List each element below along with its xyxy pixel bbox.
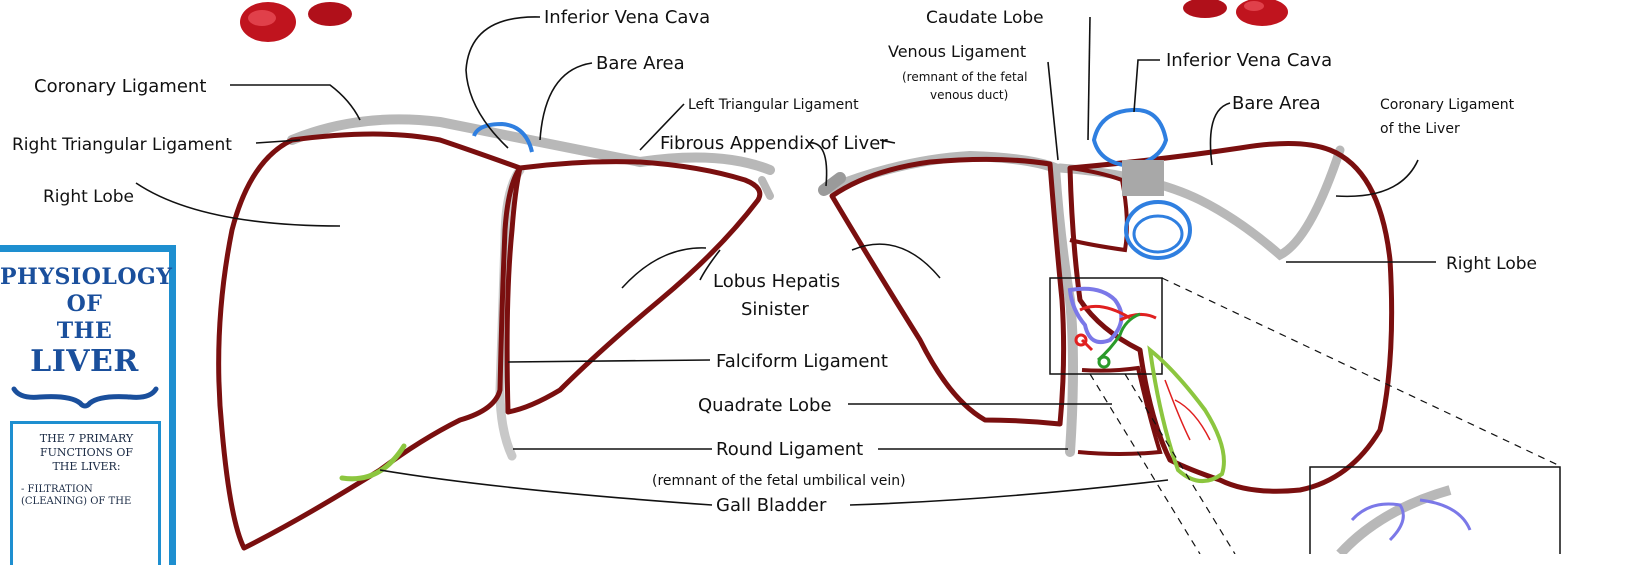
physiology-poster: PHYSIOLOGY OF THE LIVER THE 7 PRIMARY FU… <box>0 245 176 565</box>
functions-heading-3: THE LIVER: <box>21 460 152 474</box>
gall-bladder-right <box>1150 350 1224 481</box>
label-bare-area-right: Bare Area <box>1232 93 1321 114</box>
liver-right-lobe-outline <box>219 134 520 548</box>
poster-panel: PHYSIOLOGY OF THE LIVER THE 7 PRIMARY FU… <box>0 252 169 565</box>
label-lobus-hepatis-1: Lobus Hepatis <box>713 271 840 292</box>
label-quadrate-lobe: Quadrate Lobe <box>698 395 832 416</box>
label-falciform-ligament: Falciform Ligament <box>716 351 888 372</box>
poster-title-line-3: THE <box>0 318 169 345</box>
label-right-lobe-left: Right Lobe <box>43 187 134 207</box>
gall-bladder-tip-left <box>342 446 404 479</box>
label-caudate-lobe: Caudate Lobe <box>926 8 1044 28</box>
functions-heading-1: THE 7 PRIMARY <box>21 432 152 446</box>
venous-ligament-band <box>826 156 1073 452</box>
label-round-ligament-note: (remnant of the fetal umbilical vein) <box>652 473 906 489</box>
label-venous-ligament-note-1: (remnant of the fetal <box>902 70 1027 84</box>
inferior-vena-cava-right-mid <box>1122 160 1164 196</box>
fibrous-appendix-left <box>762 180 770 196</box>
label-ivc-right: Inferior Vena Cava <box>1166 50 1332 71</box>
liver-visceral-left-lobe-outline <box>832 159 1064 424</box>
label-venous-ligament: Venous Ligament <box>888 42 1026 61</box>
label-bare-area-left: Bare Area <box>596 53 685 74</box>
label-right-lobe-right: Right Lobe <box>1446 254 1537 274</box>
poster-title-line-1: PHYSIOLOGY <box>0 264 169 291</box>
leader-lines <box>136 17 1436 505</box>
label-coronary-ligament-liver-1: Coronary Ligament <box>1380 97 1515 113</box>
blood-cells-left <box>240 2 352 42</box>
curly-brace-icon <box>10 385 160 411</box>
label-round-ligament: Round Ligament <box>716 439 863 460</box>
functions-heading-2: FUNCTIONS OF <box>21 446 152 460</box>
function-item-1a: - FILTRATION <box>21 484 152 496</box>
label-coronary-ligament: Coronary Ligament <box>34 76 206 97</box>
bile-duct <box>1098 314 1140 360</box>
blood-cells-right <box>1183 0 1288 26</box>
caudate-lobe-outline <box>1070 168 1127 250</box>
poster-title-line-4: LIVER <box>0 345 169 379</box>
label-right-triangular-ligament: Right Triangular Ligament <box>12 135 232 155</box>
label-venous-ligament-note-2: venous duct) <box>930 88 1008 102</box>
label-left-triangular-ligament: Left Triangular Ligament <box>688 97 859 113</box>
label-fibrous-appendix: Fibrous Appendix of Liver <box>660 133 888 154</box>
functions-box: THE 7 PRIMARY FUNCTIONS OF THE LIVER: - … <box>10 421 161 565</box>
inferior-vena-cava-right-top <box>1094 110 1166 166</box>
label-coronary-ligament-liver-2: of the Liver <box>1380 121 1460 137</box>
label-ivc-left: Inferior Vena Cava <box>544 7 710 28</box>
function-item-1b: (CLEANING) OF THE <box>21 496 152 508</box>
poster-title-line-2: OF <box>0 291 169 318</box>
liver-visceral-view <box>824 110 1560 554</box>
label-lobus-hepatis-2: Sinister <box>741 299 809 320</box>
label-gall-bladder: Gall Bladder <box>716 495 827 516</box>
